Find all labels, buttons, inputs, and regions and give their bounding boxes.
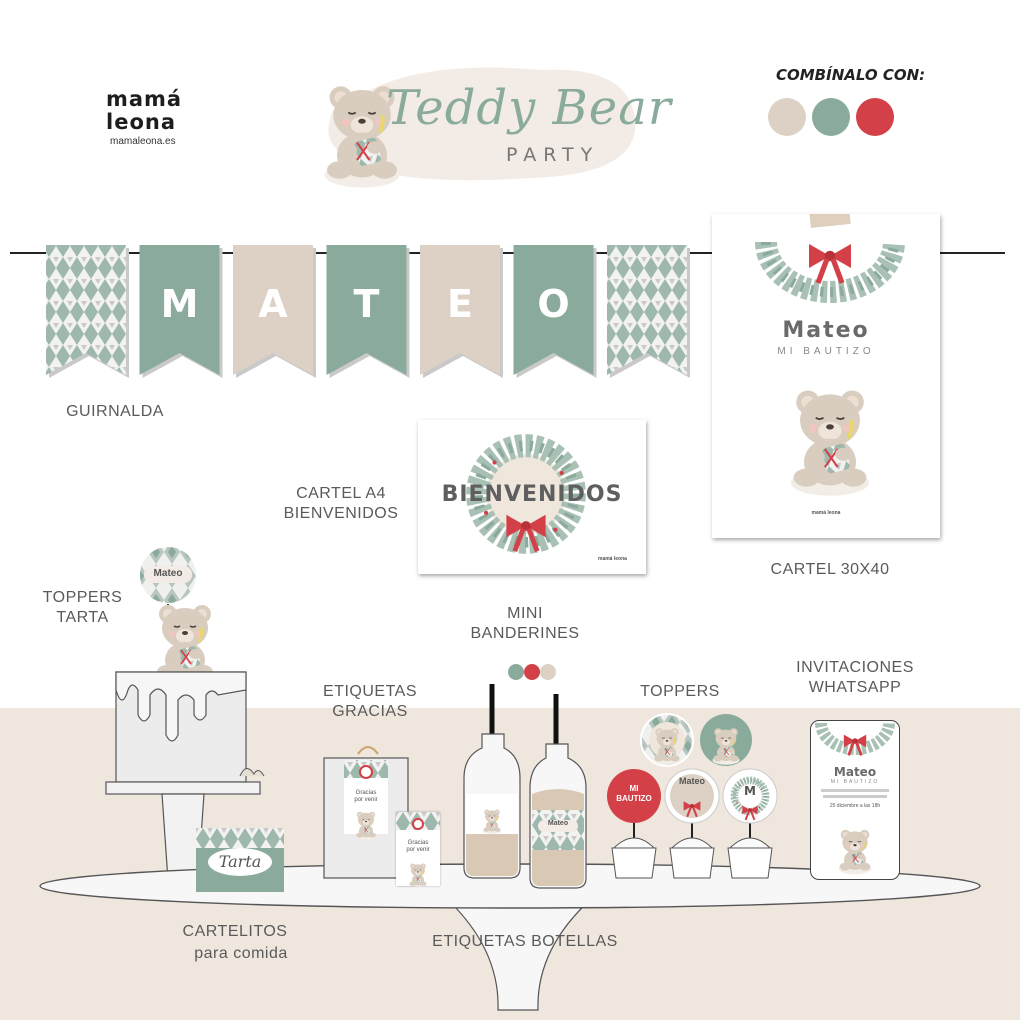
topper-red-text: MI BAUTIZO	[616, 784, 652, 803]
title-backdrop	[322, 67, 636, 190]
cartel-a4: BIENVENIDOS mamá leona	[418, 420, 646, 574]
brand-line2: leona	[106, 110, 176, 134]
garland-letter-flag: T	[326, 245, 410, 378]
cartel-a4-text: BIENVENIDOS	[441, 482, 623, 507]
brand-url: mamaleona.es	[110, 136, 176, 147]
gracias-tag-text: Gracias por venir	[354, 790, 378, 803]
cartel-a4-label: CARTEL A4 BIENVENIDOS	[283, 485, 399, 522]
cartelitos-label-1: CARTELITOS	[182, 923, 288, 940]
mini-banderines	[508, 664, 556, 680]
cartel-30x40-name: Mateo	[782, 318, 870, 343]
bottles	[463, 684, 587, 889]
combina-label: COMBÍNALO CON:	[776, 66, 926, 84]
bottle-label-name: Mateo	[547, 820, 569, 827]
toppers-label: TOPPERS	[640, 683, 720, 700]
garland-pattern-flag	[607, 245, 690, 378]
cartel-30x40-subtitle: MI BAUTIZO	[777, 346, 875, 357]
garland-letter-flag: A	[233, 245, 316, 378]
cartelito-card: Tarta	[196, 828, 284, 892]
cupcake-icon	[611, 837, 657, 879]
garland-letter: E	[447, 282, 473, 326]
bottle-icon	[463, 733, 521, 879]
cupcake-icon	[727, 837, 773, 879]
bow-icon	[809, 244, 851, 283]
gracias-tag-2: Gracias por venir	[396, 812, 440, 886]
cartel-30x40-brand: mamá leona	[811, 510, 841, 516]
cartelitos-label-2: para comida	[194, 945, 288, 962]
invitaciones-label: INVITACIONES WHATSAPP	[796, 659, 914, 696]
garland-letter: A	[258, 282, 288, 326]
title-sub: PARTY	[506, 144, 600, 166]
invitation-name: Mateo	[833, 765, 877, 779]
cake-stand	[105, 545, 265, 881]
garland-letter: M	[161, 282, 199, 326]
topper-tarta-name: Mateo	[153, 568, 183, 579]
toppers-tarta-label: TOPPERS TARTA	[42, 589, 123, 626]
cartelito-text: Tarta	[218, 852, 262, 871]
invitation-date: 25 diciembre a las 18h	[829, 803, 881, 809]
topper-letter-text: M	[744, 784, 756, 798]
bottle-icon	[529, 743, 587, 889]
garland-label: GUIRNALDA	[66, 403, 164, 420]
garland-letter: T	[354, 282, 380, 326]
garland-letter-flag: E	[420, 245, 503, 378]
phone-invitation: Mateo MI BAUTIZO 25 diciembre a las 18h	[810, 720, 900, 880]
gracias-tag-2-text: Gracias por venir	[406, 840, 430, 853]
brand-line1: mamá	[106, 87, 183, 111]
cartel-a4-brand: mamá leona	[598, 556, 627, 562]
garland-pattern-flag	[46, 245, 129, 378]
cartel-30x40: Mateo MI BAUTIZO mamá leona	[712, 214, 940, 538]
swatch-sage	[812, 98, 850, 136]
mini-banderines-label: MINI BANDERINES	[470, 605, 580, 642]
cupcake-icon	[669, 837, 715, 879]
etiquetas-botellas-label: ETIQUETAS BOTELLAS	[432, 933, 618, 950]
topper-name-text: Mateo	[678, 776, 705, 786]
cartel-30x40-label: CARTEL 30X40	[770, 561, 890, 578]
teddy-bear-icon	[789, 388, 871, 498]
title-main: Teddy Bear	[386, 80, 672, 136]
garland-letter-flag: M	[139, 245, 223, 378]
garland-letter-flag: O	[513, 245, 597, 378]
brand-logo: mamá leona	[106, 88, 182, 134]
swatch-red	[856, 98, 894, 136]
toppers-cupcakes	[607, 713, 778, 879]
swatch-beige	[768, 98, 806, 136]
garland-letter: O	[537, 282, 569, 326]
invitation-subtitle: MI BAUTIZO	[830, 779, 880, 785]
etiquetas-gracias-label: ETIQUETAS GRACIAS	[323, 683, 417, 720]
